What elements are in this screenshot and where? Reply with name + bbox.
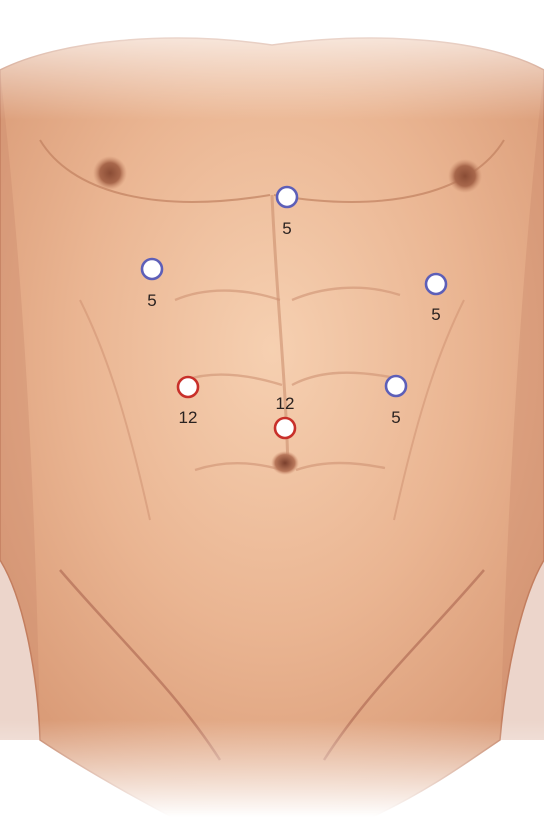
port-marker-red xyxy=(275,418,295,438)
port-size-label: 5 xyxy=(391,408,400,427)
port-size-label: 5 xyxy=(431,305,440,324)
port-marker-blue xyxy=(386,376,406,396)
port-size-label: 12 xyxy=(179,408,198,427)
port-marker-blue xyxy=(277,187,297,207)
umbilicus xyxy=(271,451,299,475)
port-marker-blue xyxy=(426,274,446,294)
torso-outline xyxy=(0,38,544,817)
port-marker-red xyxy=(178,377,198,397)
port-size-label: 5 xyxy=(282,219,291,238)
port-marker-blue xyxy=(142,259,162,279)
right-nipple xyxy=(448,159,482,193)
port-size-label: 12 xyxy=(276,394,295,413)
port-size-label: 5 xyxy=(147,291,156,310)
left-nipple xyxy=(93,156,127,190)
